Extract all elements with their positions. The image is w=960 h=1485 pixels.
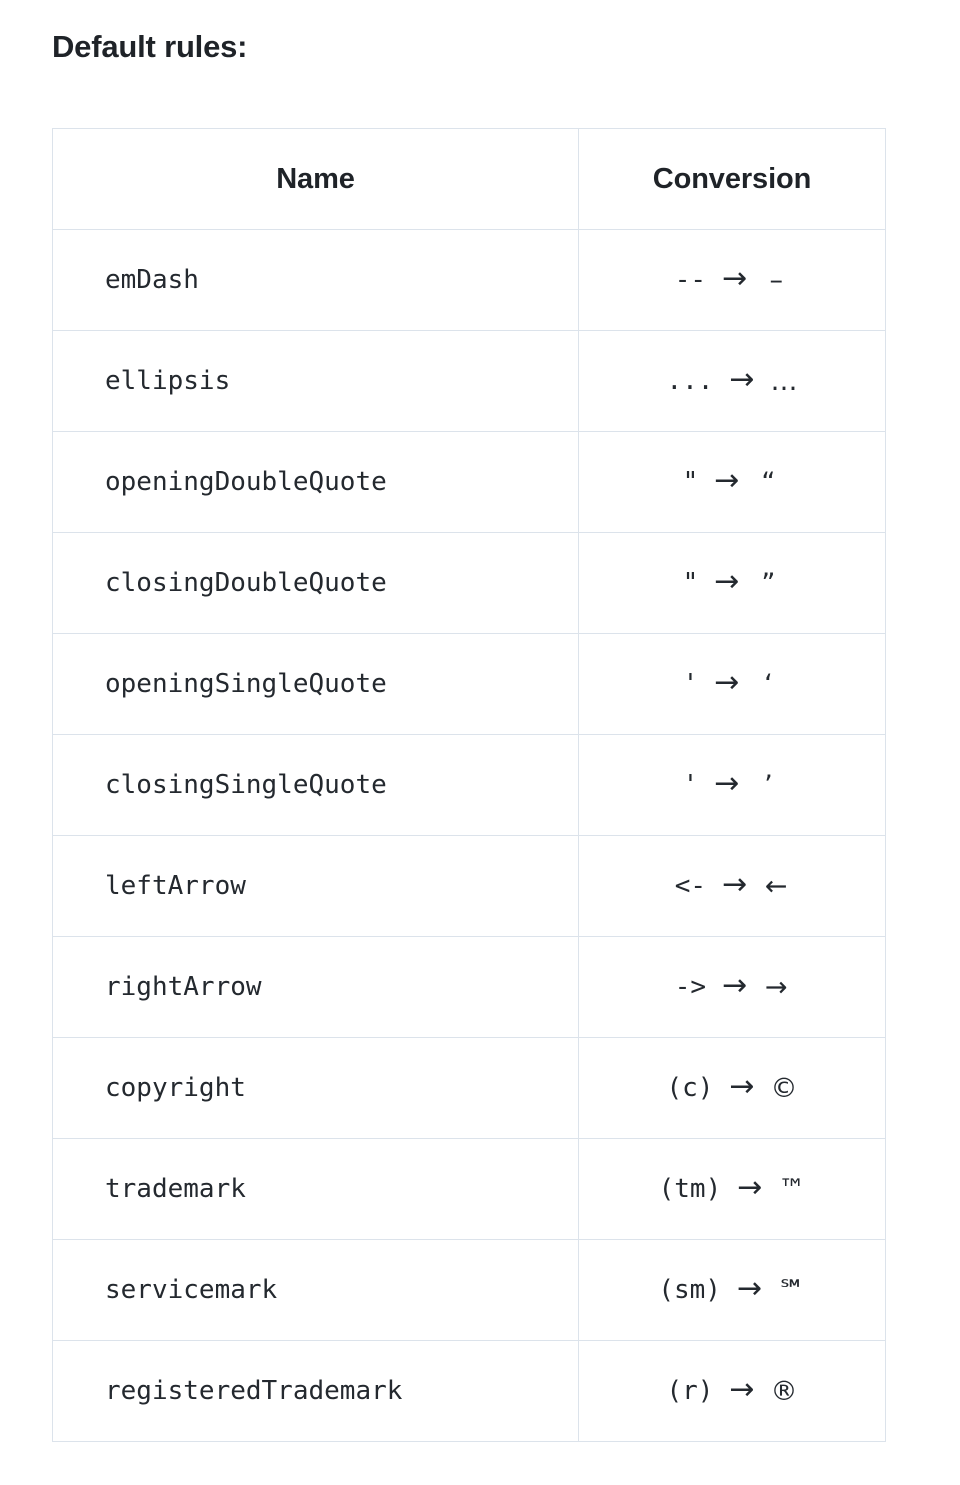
table-body: emDash--→–ellipsis...→…openingDoubleQuot… [52,229,886,1442]
rule-conversion-cell: (r) → ® [578,1340,886,1442]
right-arrow-icon: → [722,261,748,296]
right-arrow-icon: → [714,463,740,498]
right-arrow-icon: → [736,1271,763,1306]
rule-name-cell: openingSingleQuote [52,633,579,735]
conversion-source: " [682,568,699,598]
rule-name-cell: rightArrow [52,936,579,1038]
table-row: copyright (c) → © [52,1037,886,1139]
conversion-source: (c) [666,1073,714,1103]
rule-name-cell: ellipsis [52,330,579,432]
rule-name-cell: copyright [52,1037,579,1139]
conversion-expression: <- → ← [674,867,789,902]
conversion-source: -> [674,972,707,1002]
column-header-name: Name [52,128,579,230]
right-arrow-icon: → [722,867,748,902]
conversion-expression: (r) → ® [666,1372,798,1407]
conversion-expression: " → “ [682,463,782,498]
table-row: servicemark (sm) → ℠ [52,1239,886,1341]
table-row: openingSingleQuote ' → ‘ [52,633,886,735]
conversion-result: … [770,365,798,397]
conversion-source: ... [666,366,714,396]
table-row: closingDoubleQuote " → ” [52,532,886,634]
rule-conversion-cell: (tm) → ™ [578,1138,886,1240]
right-arrow-icon: → [737,1170,763,1205]
conversion-expression: -> → → [674,968,789,1003]
conversion-source: (sm) [658,1275,721,1305]
conversion-result: ® [770,1375,798,1407]
rule-name-cell: closingSingleQuote [52,734,579,836]
table-row: leftArrow <- → ← [52,835,886,937]
conversion-expression: (tm) → ™ [658,1170,806,1205]
rule-name-cell: openingDoubleQuote [52,431,579,533]
conversion-result: ™ [778,1173,806,1205]
table-row: rightArrow -> → → [52,936,886,1038]
rule-name-cell: trademark [52,1138,579,1240]
rule-conversion-cell: " → ” [578,532,886,634]
table-row: registeredTrademark (r) → ® [52,1340,886,1442]
conversion-result: © [770,1072,798,1104]
table-header-row: Name Conversion [52,128,886,230]
conversion-source: -- [674,265,707,295]
conversion-result: ← [764,870,788,902]
rule-conversion-cell: ... → … [578,330,886,432]
right-arrow-icon: → [722,968,748,1003]
conversion-source: (r) [666,1376,714,1406]
rule-conversion-cell: ' → ‘ [578,633,886,735]
right-arrow-icon: → [729,362,755,397]
conversion-expression: -- →– [674,261,789,296]
conversion-result: ‘ [764,668,773,700]
right-arrow-icon: → [714,665,740,700]
rule-conversion-cell: -> → → [578,936,886,1038]
conversion-result: ” [761,567,776,599]
column-header-conversion: Conversion [578,128,886,230]
rule-conversion-cell: (c) → © [578,1037,886,1139]
conversion-source: " [682,467,699,497]
conversion-expression: ' → ‘ [682,665,782,700]
right-arrow-icon: → [729,1069,755,1104]
right-arrow-icon: → [714,766,740,801]
right-arrow-icon: → [714,564,740,599]
conversion-source: (tm) [658,1174,722,1204]
table-row: trademark (tm) → ™ [52,1138,886,1240]
conversion-source: ' [682,770,699,800]
conversion-result: ’ [764,769,773,801]
right-arrow-icon: → [729,1372,755,1407]
table-header: Name Conversion [52,128,886,230]
table-row: emDash -- →– [52,229,886,331]
conversion-result: “ [761,466,776,498]
default-rules-table: Name Conversion emDash--→–ellipsis...→…o… [52,128,886,1442]
conversion-expression: (sm) → ℠ [658,1271,806,1306]
rule-name-cell: closingDoubleQuote [52,532,579,634]
rule-conversion-cell: " → “ [578,431,886,533]
conversion-expression: " → ” [682,564,782,599]
rule-name-cell: registeredTrademark [52,1340,579,1442]
conversion-expression: ' → ’ [682,766,782,801]
page-title: Default rules: [52,29,248,64]
table-row: closingSingleQuote ' → ’ [52,734,886,836]
conversion-result: – [769,264,783,296]
rule-conversion-cell: <- → ← [578,835,886,937]
conversion-source: <- [674,871,707,901]
rule-conversion-cell: ' → ’ [578,734,886,836]
table-row: ellipsis... → … [52,330,886,432]
conversion-expression: ... → … [666,362,798,397]
rule-conversion-cell: (sm) → ℠ [578,1239,886,1341]
rule-conversion-cell: -- →– [578,229,886,331]
conversion-result: → [764,971,788,1003]
rule-name-cell: leftArrow [52,835,579,937]
conversion-source: ' [682,669,699,699]
rule-name-cell: emDash [52,229,579,331]
rule-name-cell: servicemark [52,1239,579,1341]
conversion-expression: (c) → © [666,1069,798,1104]
conversion-result: ℠ [778,1274,806,1306]
table-row: openingDoubleQuote " → “ [52,431,886,533]
